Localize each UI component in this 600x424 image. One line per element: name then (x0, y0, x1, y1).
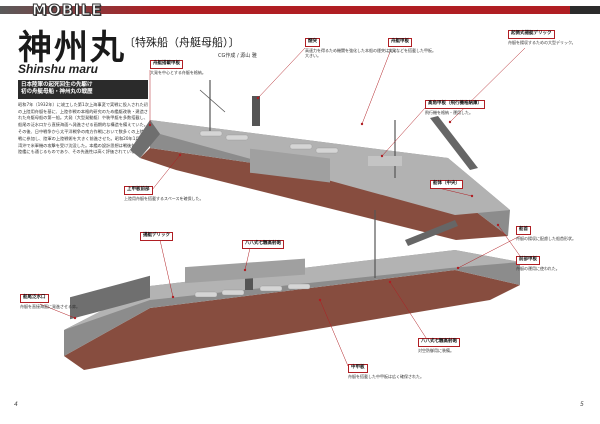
callout-stern-door: 船尾泛水口舟艇を直接海面に発進させる扉。 (20, 294, 80, 309)
ship-type: 〔特殊船（舟艇母船）〕 (124, 36, 240, 49)
header-bar (0, 6, 600, 14)
callout-middle-deck: 中甲板舟艇を搭載した中甲板は広く確保された。 (348, 364, 424, 379)
ship-name-romaji: Shinshu maru (18, 62, 99, 76)
intro-heading: 日本陸軍の起死回生の先駆け 初の舟艇母船・神州丸の戦歴 (18, 80, 148, 99)
upper-funnel (252, 96, 260, 126)
callout-boat-derrick: 揚艇デリック (140, 232, 200, 242)
page-number-left: 4 (14, 401, 18, 408)
callout-aa-gun-1: 八八式七糎高射砲 (242, 240, 302, 250)
upper-crane (430, 116, 478, 170)
cg-credit: CG作成 / 源山 雅 (218, 53, 257, 59)
callout-derrick: 起倒式揚艇デリック舟艇を揚収するための大型デリック。 (508, 30, 576, 45)
intro-body-text: 昭和7年（1932年）に竣工した第1次上海事変で実戦に投入された初の上陸用舟艇を… (18, 101, 148, 155)
callout-upper-deck-fore: 上甲板前部上陸用舟艇を搭載するスペースを確保した。 (124, 186, 204, 201)
callout-aa-gun-2: 八八式七糎高射砲対空防御用に装備。 (418, 338, 508, 353)
page-number-right: 5 (580, 401, 584, 408)
callout-hull-center: 船体（中央） (430, 180, 480, 190)
header-corner (570, 6, 600, 14)
callout-boat-deck: 舟艇搭載甲板大発を中心とする舟艇を格納。 (150, 60, 206, 75)
ship-title: 神州丸 (18, 28, 126, 68)
callout-boat-deck-2: 舟艇甲板大発などを搭載した甲板。 (388, 38, 436, 53)
intro-article: 日本陸軍の起死回生の先駆け 初の舟艇母船・神州丸の戦歴 昭和7年（1932年）に… (18, 80, 148, 275)
callout-bow: 船首舟艇の揚収に配慮した船首形状。 (516, 226, 576, 241)
callout-hangar-deck: 高角甲板（飛行機格納庫）飛行機を格納・運用した。 (425, 100, 507, 115)
callout-funnel: 煙突高速力を得るため機関を強化した本船の煙突は太く大きい。 (305, 38, 397, 59)
magazine-logo: MOBILE (32, 1, 103, 20)
callout-fore-deck: 前部甲板舟艇の運用に使われた。 (516, 256, 560, 271)
